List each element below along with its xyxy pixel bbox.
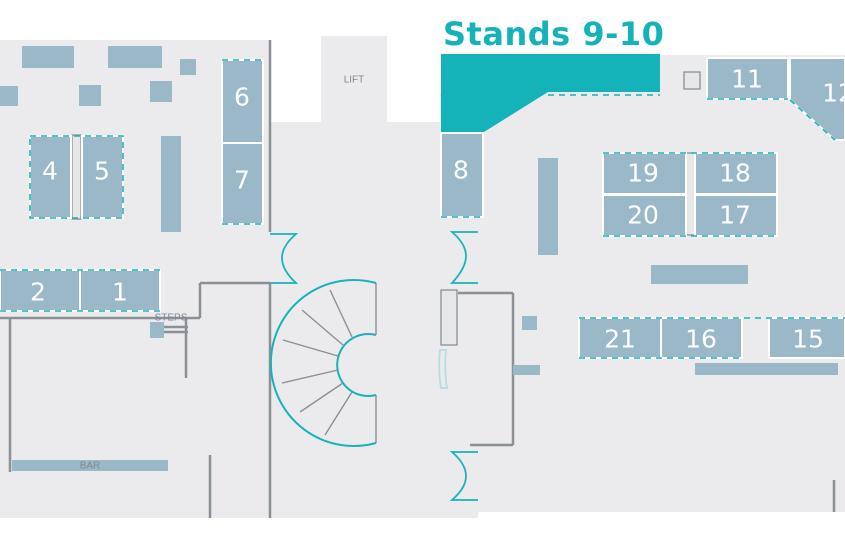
stand-11[interactable] [706, 57, 789, 100]
stand-5[interactable] [81, 135, 124, 219]
lift-floor [321, 36, 387, 126]
door-right-hall-upper [449, 231, 478, 284]
stand-18-label: 18 [719, 159, 751, 188]
stand-6[interactable] [221, 59, 264, 144]
bar-label: BAR [80, 461, 101, 472]
stand-6-label: 6 [234, 83, 250, 112]
stand-7[interactable] [221, 142, 264, 225]
stands [0, 57, 845, 359]
stand-21[interactable] [578, 317, 662, 359]
stand-7-label: 7 [234, 166, 250, 195]
right-hall-floor [440, 55, 845, 512]
stand-17-label: 17 [719, 201, 751, 230]
bench [440, 289, 458, 346]
stand-2-label: 2 [30, 278, 46, 307]
door-left-corridor [270, 233, 299, 284]
map-title: Stands 9-10 [443, 15, 665, 53]
stand-8-label: 8 [453, 156, 469, 185]
stand-12[interactable] [789, 57, 845, 141]
spiral-staircase [269, 279, 377, 447]
furniture-blocks [0, 46, 838, 471]
stand-outlines [0, 59, 845, 359]
stands-9-10-highlight[interactable] [441, 54, 660, 132]
partition-4-5 [71, 134, 82, 220]
stand-16-label: 16 [685, 325, 717, 354]
stand-1[interactable] [79, 269, 161, 312]
stand-19-label: 19 [627, 159, 659, 188]
stand-11-label: 11 [731, 65, 763, 94]
stand-15[interactable] [768, 317, 845, 359]
stand-12-label: 12 [822, 79, 845, 108]
lift-label: LIFT [344, 75, 365, 86]
door-right-hall-lower [449, 451, 478, 501]
stand-1-label: 1 [112, 278, 128, 307]
pillar-right [683, 71, 701, 90]
stand-20-label: 20 [627, 201, 659, 230]
stand-15-label: 15 [792, 325, 824, 354]
stand-21-label: 21 [604, 325, 636, 354]
steps-label: STEPS [155, 313, 188, 324]
stand-16[interactable] [660, 317, 743, 359]
stand-19[interactable] [602, 152, 687, 195]
stand-numbers: 4 5 6 7 2 1 8 11 12 19 18 20 17 21 16 15 [30, 65, 845, 354]
stand-5-label: 5 [94, 157, 110, 186]
stand-4[interactable] [29, 135, 72, 219]
door-curved-bench [438, 349, 449, 389]
walls [0, 40, 836, 518]
doors [270, 231, 478, 501]
partition-19-18 [685, 152, 696, 236]
stand-8[interactable] [440, 132, 484, 218]
stand-20[interactable] [602, 194, 687, 237]
stand-2[interactable] [0, 269, 81, 312]
stand-4-label: 4 [42, 157, 58, 186]
